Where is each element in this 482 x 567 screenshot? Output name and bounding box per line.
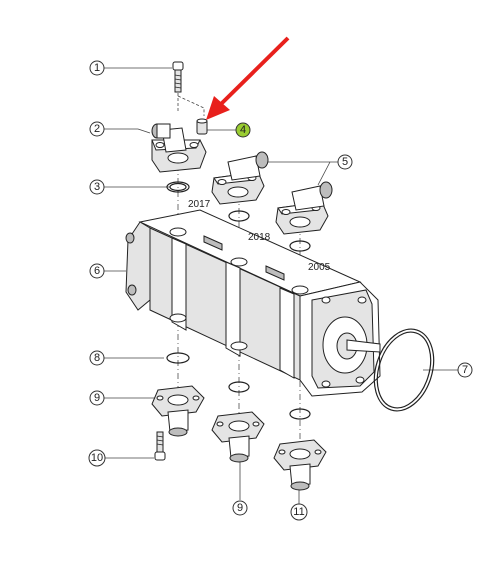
oring-middle-top [228, 210, 250, 222]
oring-right-bottom [289, 408, 311, 420]
oring-part-3-inner [169, 182, 187, 192]
callout-4-label: 4 [240, 124, 246, 136]
flange-part-2 [151, 123, 207, 173]
callout-9-left-label: 9 [94, 392, 100, 404]
year-label-2017: 2017 [188, 199, 211, 210]
callout-5: 5 [337, 154, 353, 170]
leader-lines [104, 67, 458, 505]
large-oring-part-7 [373, 328, 435, 412]
callout-7: 7 [457, 362, 473, 378]
pin-part-4 [196, 118, 208, 135]
callout-6-label: 6 [94, 265, 100, 277]
callout-7-label: 7 [462, 364, 468, 376]
callout-1-label: 1 [94, 62, 100, 74]
bottom-flange-part-11 [273, 439, 327, 491]
oring-middle-bottom [228, 381, 250, 393]
callout-5-label: 5 [342, 156, 348, 168]
callout-11: 11 [290, 503, 308, 521]
callout-8-label: 8 [94, 352, 100, 364]
callout-9-bottom: 9 [232, 500, 248, 516]
year-label-2018: 2018 [248, 232, 271, 243]
callout-2: 2 [89, 121, 105, 137]
callout-6: 6 [89, 263, 105, 279]
bolt-part-10 [154, 431, 166, 461]
callout-3-label: 3 [94, 181, 100, 193]
callout-8: 8 [89, 350, 105, 366]
flange-part-5-middle [211, 151, 269, 205]
callout-4: 4 [235, 122, 251, 138]
pump-body-part-6 [125, 209, 381, 397]
bottom-flange-part-9-left [151, 385, 205, 437]
callout-9-bottom-label: 9 [237, 502, 243, 514]
callout-11-label: 11 [293, 506, 304, 518]
bottom-flange-part-9-middle [211, 411, 265, 463]
large-oring-part-7-inner [376, 331, 432, 409]
callout-10-label: 10 [91, 452, 103, 464]
bolt-part-1 [172, 61, 184, 93]
oring-right-top [289, 240, 311, 252]
callout-10: 10 [88, 449, 106, 467]
oring-part-3 [166, 181, 190, 193]
year-label-2005: 2005 [308, 262, 331, 273]
callout-9-left: 9 [89, 390, 105, 406]
callout-3: 3 [89, 179, 105, 195]
flange-part-5-right [275, 181, 333, 235]
oring-part-8 [166, 352, 190, 364]
callout-1: 1 [89, 60, 105, 76]
red-arrow [206, 36, 290, 120]
callout-2-label: 2 [94, 123, 100, 135]
